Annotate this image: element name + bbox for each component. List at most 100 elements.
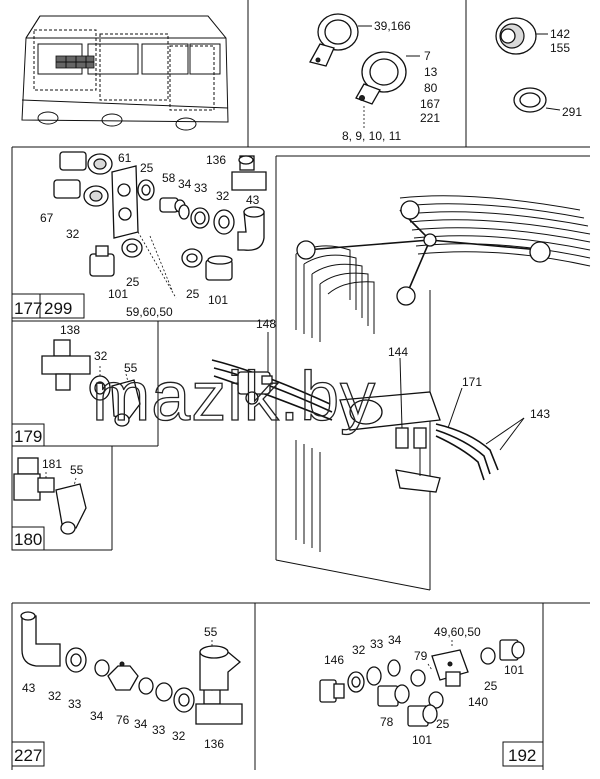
- label-43-227: 43: [22, 681, 36, 695]
- section-299: 177 299 61 25 58 34 33 136 32 43 67 32 2…: [11, 151, 267, 319]
- ring-32-192-icon: [347, 671, 365, 693]
- label-78: 78: [380, 715, 394, 729]
- fittings-67-icon: [53, 151, 113, 207]
- label-32-a: 32: [216, 189, 230, 203]
- pump-unit: [339, 391, 441, 493]
- group-tag-177: 177: [14, 299, 42, 318]
- fitting-78-icon: [377, 684, 410, 707]
- label-34-227-b: 34: [134, 717, 148, 731]
- label-76: 76: [116, 713, 130, 727]
- valve-assembly-148: [237, 371, 273, 405]
- label-25-192-b: 25: [436, 717, 450, 731]
- ring-32-179-icon: [89, 375, 111, 401]
- label-144: 144: [388, 345, 408, 359]
- label-25-c: 25: [186, 287, 200, 301]
- label-138: 138: [60, 323, 80, 337]
- label-55-180: 55: [70, 463, 84, 477]
- nipple-101-192-b-icon: [407, 704, 438, 727]
- ring-34-227-b-icon: [138, 677, 154, 695]
- label-80: 80: [424, 81, 438, 95]
- label-140: 140: [468, 695, 488, 709]
- label-25-a: 25: [140, 161, 154, 175]
- label-58: 58: [162, 171, 176, 185]
- label-79: 79: [414, 649, 428, 663]
- seal-25-192-a-icon: [480, 647, 496, 665]
- label-171: 171: [462, 375, 482, 389]
- group-tag-179: 179: [14, 427, 42, 446]
- label-7: 7: [424, 49, 431, 63]
- label-155: 155: [550, 41, 570, 55]
- label-101-a: 101: [108, 287, 128, 301]
- grommet-142-icon: [495, 17, 537, 55]
- section-227: 227 55 43 32 33 34 76 34 33 32 136: [11, 611, 243, 767]
- group-tag-192: 192: [508, 746, 536, 765]
- tee-136-icon: [231, 155, 267, 191]
- label-32-192: 32: [352, 643, 366, 657]
- label-143: 143: [530, 407, 550, 421]
- group-tag-227: 227: [14, 746, 42, 765]
- ring-33-227-a-icon: [94, 659, 110, 677]
- label-43: 43: [246, 193, 260, 207]
- label-32-227-a: 32: [48, 689, 62, 703]
- nipple-101-left-icon: [89, 245, 115, 277]
- cross-138-icon: [41, 339, 91, 391]
- grommets-group: 142 155 291: [495, 17, 582, 119]
- seal-25-lower-icon: [121, 238, 203, 268]
- label-148: 148: [256, 317, 276, 331]
- section-179: 179 138 32 55: [11, 323, 141, 447]
- label-291: 291: [562, 105, 582, 119]
- nipple-101-right-icon: [205, 255, 233, 281]
- clamp-7-icon: [355, 51, 407, 105]
- ring-32-icon: [213, 209, 235, 235]
- label-181: 181: [42, 457, 62, 471]
- label-32-227-b: 32: [172, 729, 186, 743]
- label-221: 221: [420, 111, 440, 125]
- watermark-text: mazik.by: [92, 357, 376, 435]
- clip-291-icon: [513, 87, 547, 113]
- label-25-192-a: 25: [484, 679, 498, 693]
- label-32-179: 32: [94, 349, 108, 363]
- elbow-43-227-icon: [20, 611, 61, 667]
- ring-32-227-a-icon: [65, 647, 87, 673]
- section-192: 192 49,60,50 146 32 33 34 79 101 25 140 …: [319, 625, 544, 767]
- elbow-55-180-icon: [55, 483, 87, 535]
- nipple-101-192-a-icon: [499, 639, 525, 661]
- group-tag-299: 299: [44, 299, 72, 318]
- label-25-b: 25: [126, 275, 140, 289]
- fitting-144: [395, 427, 427, 449]
- bus-overview-illustration: [21, 15, 229, 131]
- label-49-60-50: 49,60,50: [434, 625, 481, 639]
- heater-fins: [295, 195, 591, 552]
- main-assembly: 148 144 171 143: [211, 155, 591, 591]
- ring-33-227-b-icon: [155, 682, 173, 702]
- elbow-43-icon: [237, 206, 265, 251]
- label-33-227-b: 33: [152, 723, 166, 737]
- clamp-39-icon: [309, 13, 359, 67]
- label-33: 33: [194, 181, 208, 195]
- mounting-bracket: [296, 200, 551, 306]
- label-61: 61: [118, 151, 132, 165]
- label-39-166: 39,166: [374, 19, 411, 33]
- label-33-192: 33: [370, 637, 384, 651]
- elbow-55-227-icon: [199, 645, 242, 691]
- label-167: 167: [420, 97, 440, 111]
- nipple-146-icon: [319, 679, 345, 703]
- group-tag-180: 180: [14, 530, 42, 549]
- label-8-9-10-11: 8, 9, 10, 11: [342, 129, 401, 143]
- label-34-227-a: 34: [90, 709, 104, 723]
- label-146: 146: [324, 653, 344, 667]
- tee-181-icon: [13, 457, 55, 501]
- label-142: 142: [550, 27, 570, 41]
- label-32-b: 32: [66, 227, 80, 241]
- valve-block-140-icon: [431, 649, 469, 687]
- label-136: 136: [206, 153, 226, 167]
- plate-61-icon: [111, 165, 139, 239]
- label-101-192-b: 101: [412, 733, 432, 747]
- seal-25-icon: [137, 179, 155, 201]
- ring-32-227-b-icon: [173, 687, 195, 713]
- valve-76-icon: [107, 661, 139, 691]
- ring-33-192-icon: [366, 666, 382, 686]
- label-34: 34: [178, 177, 192, 191]
- label-55-179: 55: [124, 361, 138, 375]
